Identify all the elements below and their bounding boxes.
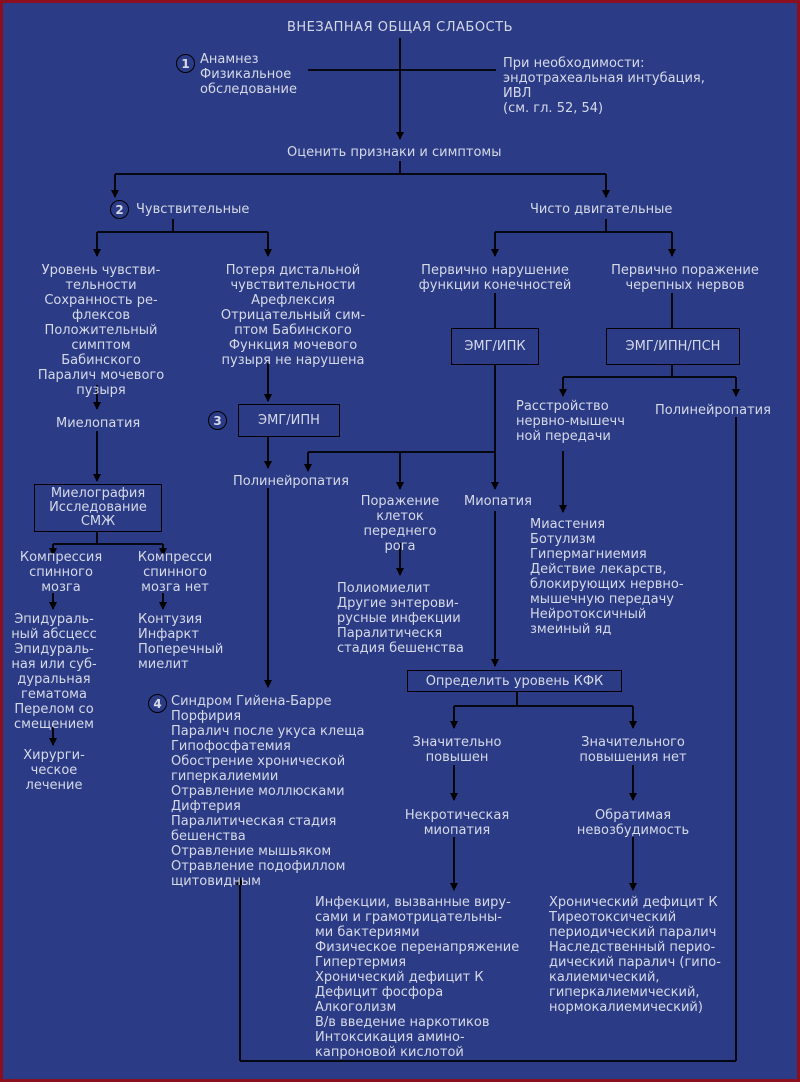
connector-lines	[49, 38, 740, 1062]
step-1-badge: 1	[176, 54, 195, 73]
surgery-node: Хирурги- ческое лечение	[23, 748, 85, 793]
cranial-node: Первично поражение черепных нервов	[611, 263, 759, 293]
cpk-normal-node: Значительного повышения нет	[579, 735, 687, 765]
distal-loss-node: Потеря дистальной чувствительности Арефл…	[220, 263, 366, 368]
step-3-badge: 3	[208, 411, 227, 430]
myelopathy-node: Миелопатия	[56, 416, 141, 431]
emg-ipk-box: ЭМГ/ИПК	[451, 328, 539, 365]
periodic-paralysis-list: Хронический дефицит К Тиреотоксический п…	[549, 895, 721, 1015]
sensory-level-node: Уровень чувстви- тельности Сохранность р…	[37, 263, 165, 398]
cpk-box: Определить уровень КФК	[407, 670, 622, 692]
motor-node: Чисто двигательные	[530, 202, 673, 217]
anamnesis-node: Анамнез Физикальное обследование	[200, 52, 297, 97]
polyneuropathy-right-node: Полинейропатия	[655, 403, 771, 418]
polyneuropathy-left-node: Полинейропатия	[233, 474, 349, 489]
gbs-causes-list: Синдром Гийена-Барре Порфирия Паралич по…	[171, 694, 365, 889]
anterior-horn-causes-list: Полиомиелит Другие энтерови- русные инфе…	[337, 581, 464, 656]
anterior-horn-node: Поражение клеток переднего рога	[360, 494, 440, 554]
compression-no-node: Компресси спинного мозга нет	[137, 550, 213, 595]
assess-node: Оценить признаки и симптомы	[287, 145, 502, 160]
necrotic-causes-list: Инфекции, вызванные виру- сами и грамотр…	[315, 895, 520, 1060]
sensory-node: Чувствительные	[136, 202, 250, 217]
myelography-box: Миелография Исследование СМЖ	[34, 484, 162, 532]
nmj-causes-list: Миастения Ботулизм Гипермагниемия Действ…	[530, 517, 684, 637]
compression-yes-node: Компрессия спинного мозга	[19, 550, 103, 595]
compression-causes-list: Эпидураль- ный абсцесс Эпидураль- ная ил…	[11, 612, 97, 732]
myopathy-node: Миопатия	[464, 494, 532, 509]
no-compression-causes-list: Контузия Инфаркт Поперечный миелит	[138, 612, 224, 672]
limb-node: Первично нарушение функции конечностей	[418, 263, 572, 293]
cpk-high-node: Значительно повышен	[412, 735, 502, 765]
emg-ipn-box: ЭМГ/ИПН	[238, 404, 340, 437]
intubation-node: При необходимости: эндотрахеальная интуб…	[503, 56, 705, 116]
emg-ipn-psn-box: ЭМГ/ИПН/ПСН	[606, 328, 740, 365]
reversible-node: Обратимая невозбудимость	[576, 808, 690, 838]
page-title: ВНЕЗАПНАЯ ОБЩАЯ СЛАБОСТЬ	[286, 20, 513, 35]
nmj-node: Расстройство нервно-мышечч ной передачи	[516, 399, 625, 444]
step-2-badge: 2	[110, 200, 129, 219]
step-4-badge: 4	[148, 694, 167, 713]
flowchart: ВНЕЗАПНАЯ ОБЩАЯ СЛАБОСТЬ 1 Анамнез Физик…	[3, 3, 797, 1079]
necrotic-myopathy-node: Некротическая миопатия	[404, 808, 510, 838]
